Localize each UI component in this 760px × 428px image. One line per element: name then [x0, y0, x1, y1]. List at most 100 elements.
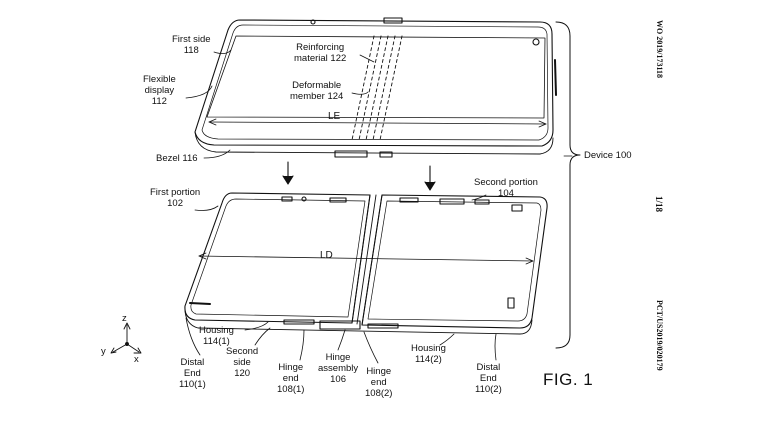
top-hinge-notch	[383, 17, 403, 24]
hinge-assembly-text-1: Hinge	[325, 352, 351, 363]
bottom-edge-slot-1	[283, 319, 315, 325]
flexible-display-surface	[206, 35, 546, 119]
axis-z-text: z	[122, 313, 127, 324]
axis-z-label: z	[122, 313, 127, 324]
deformable-ref: member 124	[290, 91, 344, 102]
second-portion-text: Second portion	[474, 177, 538, 188]
hinge-assembly-text-2: assembly	[318, 363, 359, 374]
bottom-detail-3	[399, 197, 419, 203]
bottom-detail-5	[474, 199, 490, 205]
first-portion-ref: 102	[167, 198, 183, 209]
pct-number: PCT/US2019/020179	[655, 300, 664, 371]
bottom-device	[184, 192, 548, 335]
second-portion-ref: 104	[498, 188, 514, 199]
hinge-end-1-text-2: end	[282, 373, 299, 384]
axis-x-text: x	[134, 354, 139, 365]
second-side-text-2: side	[233, 357, 251, 368]
label-length-display: LD	[320, 250, 333, 261]
deformable-text: Deformable	[292, 80, 342, 91]
wo-number: WO 2019/173118	[655, 20, 664, 79]
label-bezel: Bezel 116	[156, 153, 198, 164]
sheet-number: 1/18	[654, 196, 664, 213]
coordinate-axes	[110, 322, 142, 354]
bottom-detail-4	[439, 198, 465, 205]
length-extended-dimension	[208, 118, 547, 128]
housing-1-ref: 114(1)	[203, 336, 230, 347]
housing-bottom-edge	[184, 305, 533, 335]
top-sensor	[532, 38, 540, 46]
second-portion-inner	[367, 200, 542, 322]
top-port	[379, 151, 393, 158]
hinge-end-2-text-1: Hinge	[366, 366, 392, 377]
top-device-bottom-edge	[194, 131, 554, 155]
hinge-end-2-ref: 108(2)	[365, 388, 393, 399]
first-side-text: First side	[172, 34, 211, 45]
bottom-detail-2	[329, 197, 347, 203]
figure-label: FIG. 1	[543, 370, 594, 389]
label-housing-1: Housing 114(1)	[199, 325, 234, 347]
distal-end-2-text-2: End	[479, 373, 497, 384]
device-bracket	[555, 21, 581, 349]
flexible-display-text-1: Flexible	[143, 74, 176, 85]
bottom-edge-slot-2	[367, 323, 399, 329]
top-device-inner-edge	[201, 24, 549, 141]
reinforcing-material	[351, 35, 403, 141]
reinforcing-text: Reinforcing	[296, 42, 345, 53]
first-side-ref: 118	[183, 45, 199, 56]
second-portion-outline	[361, 194, 548, 329]
second-side-ref: 120	[234, 368, 251, 379]
axis-x-label: x	[134, 354, 139, 365]
housing-2-text: Housing	[411, 343, 446, 354]
label-second-side: Second side 120	[226, 346, 258, 379]
bottom-side-port	[507, 297, 515, 309]
length-display-text: LD	[320, 250, 333, 261]
flexible-display-ref: 112	[151, 96, 167, 107]
length-display-dimension	[198, 252, 534, 265]
axis-y-text: y	[101, 346, 106, 357]
top-side-button	[554, 59, 557, 96]
distal-end-1-ref: 110(1)	[179, 379, 206, 390]
housing-1-text: Housing	[199, 325, 234, 336]
first-portion-inner	[190, 198, 366, 318]
label-flexible-display: Flexible display 112	[143, 74, 176, 107]
label-reinforcing-material: Reinforcing material 122	[294, 42, 346, 64]
first-portion-text: First portion	[150, 187, 201, 198]
bezel-text: Bezel 116	[156, 153, 198, 164]
second-side-text-1: Second	[226, 346, 259, 357]
length-extended-text: LE	[328, 111, 341, 122]
hinge-end-2-text-2: end	[370, 377, 387, 388]
label-hinge-end-2: Hinge end 108(2)	[365, 366, 392, 399]
axis-y-label: y	[101, 346, 106, 357]
transition-arrows	[282, 161, 436, 191]
hinge-end-1-text-1: Hinge	[278, 362, 304, 373]
hinge-assembly-ref: 106	[330, 374, 346, 385]
leader-lines	[185, 49, 573, 364]
label-second-portion: Second portion 104	[474, 177, 538, 199]
label-length-extended: LE	[328, 111, 340, 122]
top-device	[194, 17, 557, 158]
label-hinge-end-1: Hinge end 108(1)	[277, 362, 304, 395]
reinforcing-ref: material 122	[294, 53, 347, 64]
flexible-display-text-2: display	[144, 85, 175, 96]
top-hinge-block	[334, 150, 368, 158]
label-first-side: First side 118	[172, 34, 211, 56]
distal-end-2-text-1: Distal	[476, 362, 501, 373]
distal-end-1-text-2: End	[183, 368, 201, 379]
bottom-left-button	[189, 302, 211, 305]
distal-end-2-ref: 110(2)	[475, 384, 502, 395]
label-housing-2: Housing 114(2)	[411, 343, 446, 365]
bottom-detail-1	[281, 196, 293, 202]
housing-2-ref: 114(2)	[415, 354, 442, 365]
label-deformable-member: Deformable member 124	[290, 80, 343, 102]
label-distal-end-1: Distal End 110(1)	[179, 357, 206, 390]
top-device-outline	[194, 19, 554, 147]
top-camera	[310, 19, 316, 25]
label-distal-end-2: Distal End 110(2)	[475, 362, 502, 395]
bottom-camera	[301, 196, 307, 202]
label-device: Device 100	[584, 150, 632, 161]
label-hinge-assembly: Hinge assembly 106	[318, 352, 358, 385]
hinge-end-1-ref: 108(1)	[277, 384, 305, 395]
label-first-portion: First portion 102	[150, 187, 200, 209]
